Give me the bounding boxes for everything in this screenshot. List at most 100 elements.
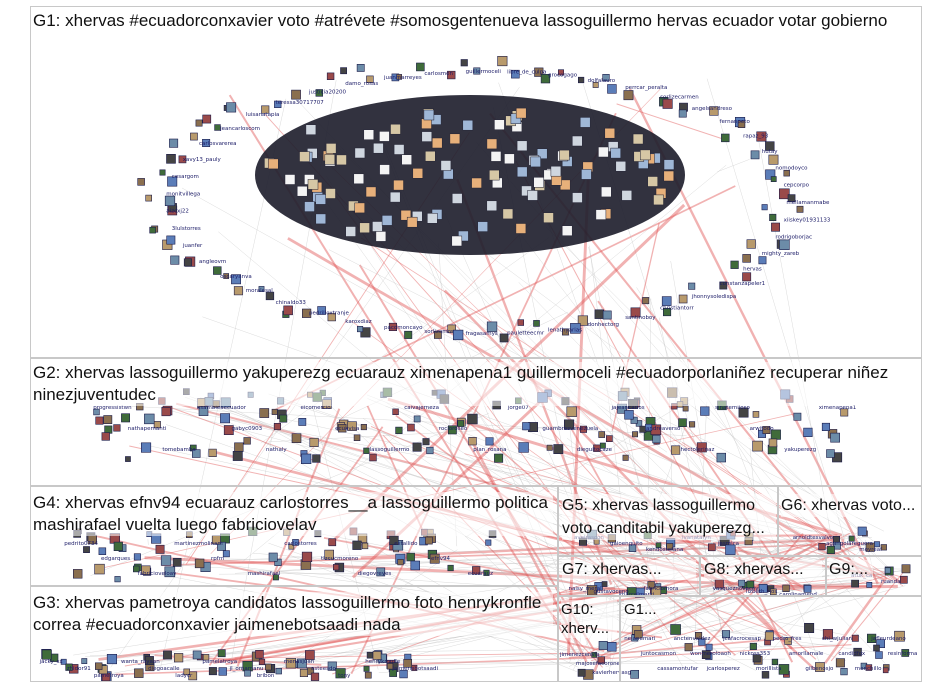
network-node bbox=[738, 407, 749, 418]
node-label-plan_rosana: plan_rosana bbox=[473, 447, 506, 453]
network-node bbox=[579, 425, 587, 433]
network-node bbox=[601, 581, 608, 587]
network-node bbox=[137, 178, 145, 186]
node-label-jafleurdeano: jafleurdeano bbox=[870, 636, 906, 642]
network-edge bbox=[234, 652, 591, 659]
network-node bbox=[226, 102, 237, 113]
network-node bbox=[758, 256, 767, 265]
node-label-pamelatroya: pamelatroya bbox=[202, 659, 237, 665]
network-node bbox=[688, 282, 696, 290]
group-box-g3 bbox=[30, 586, 558, 682]
network-node bbox=[630, 416, 638, 424]
profile-node bbox=[572, 192, 583, 203]
network-node bbox=[563, 419, 575, 430]
profile-node bbox=[516, 166, 528, 178]
network-node bbox=[145, 194, 152, 202]
node-label-pedrito0734: pedrito0734 bbox=[64, 541, 98, 547]
network-node bbox=[486, 321, 498, 332]
node-label-xavy13_pauly: xavy13_pauly bbox=[183, 157, 222, 163]
node-label-guambrasvenezuela: guambrasvenezuela bbox=[542, 426, 598, 432]
node-label-estallido: estallido bbox=[394, 541, 418, 547]
node-label-juanmarreyes: juanmarreyes bbox=[383, 75, 422, 81]
node-label-carlosmon: carlosmon bbox=[424, 71, 453, 77]
network-node bbox=[661, 296, 672, 306]
network-node bbox=[264, 663, 272, 671]
profile-node bbox=[581, 169, 592, 180]
network-node bbox=[756, 131, 767, 142]
network-node bbox=[701, 650, 711, 659]
profile-node bbox=[305, 124, 317, 135]
network-node bbox=[300, 453, 312, 464]
network-node bbox=[338, 424, 347, 433]
network-node bbox=[764, 631, 774, 641]
network-node bbox=[762, 426, 771, 434]
network-node bbox=[447, 70, 456, 80]
network-node bbox=[265, 291, 275, 301]
profile-node bbox=[494, 119, 505, 130]
network-node bbox=[340, 67, 347, 75]
profile-node bbox=[325, 143, 337, 154]
profile-node bbox=[621, 190, 633, 201]
node-label-jhonnysoledispa: jhonnysoledispa bbox=[691, 294, 737, 300]
node-label-sorlizemos: sorlizemos bbox=[424, 329, 454, 335]
network-node bbox=[721, 630, 730, 639]
network-node bbox=[274, 558, 282, 566]
profile-node bbox=[572, 135, 583, 147]
node-label-ruanda: ruanda bbox=[881, 579, 900, 585]
node-label-fabricioveloav: fabricioveloav bbox=[138, 571, 177, 577]
group-title-g11: G1... bbox=[624, 600, 670, 619]
network-edge bbox=[607, 585, 639, 673]
node-label-kendostefana: kendostefana bbox=[646, 547, 683, 553]
node-label-fabriciomora: fabriciomora bbox=[644, 586, 679, 592]
network-edge bbox=[616, 103, 722, 139]
node-label-jorge07: jorge07 bbox=[507, 405, 529, 411]
node-label-libre_de_culpa: libre_de_culpa bbox=[507, 70, 546, 76]
node-label-juanfer: juanfer bbox=[182, 243, 203, 249]
network-node bbox=[642, 297, 650, 305]
network-node bbox=[752, 654, 761, 663]
node-label-luisanatapia: luisanatapia bbox=[246, 112, 280, 118]
profile-node bbox=[477, 221, 488, 232]
network-node bbox=[273, 422, 282, 431]
network-node bbox=[272, 574, 279, 581]
network-edge bbox=[602, 644, 852, 660]
network-node bbox=[483, 569, 490, 576]
network-node bbox=[426, 446, 434, 455]
node-label-xavierhervasg: xavierhervasg bbox=[592, 670, 631, 676]
profile-node bbox=[615, 161, 627, 172]
network-node bbox=[533, 320, 540, 327]
network-edge bbox=[524, 399, 863, 544]
profile-node bbox=[345, 226, 356, 237]
network-node bbox=[327, 312, 336, 322]
network-node bbox=[452, 329, 464, 341]
network-node bbox=[467, 413, 478, 425]
profile-node bbox=[663, 159, 675, 170]
node-label-wanta_rayaan: wanta_rayaan bbox=[121, 659, 160, 665]
node-label-tony: tony bbox=[338, 673, 351, 679]
network-node bbox=[876, 639, 885, 648]
node-label-teressa30717707: teressa30717707 bbox=[276, 100, 325, 106]
network-node bbox=[285, 658, 297, 669]
network-node bbox=[840, 408, 849, 417]
node-label-henrykronfle: henrykronfle bbox=[365, 659, 401, 665]
network-node bbox=[566, 406, 577, 417]
network-node bbox=[364, 671, 372, 679]
network-node bbox=[407, 423, 415, 432]
network-node bbox=[433, 330, 442, 339]
network-node bbox=[392, 408, 399, 415]
network-node bbox=[372, 651, 382, 660]
node-label-vasqueznovacov: vasqueznovacov bbox=[713, 586, 760, 592]
network-node bbox=[133, 553, 141, 561]
node-label-cepcorpo: cepcorpo bbox=[784, 183, 810, 189]
node-label-aizcxj22: aizcxj22 bbox=[166, 209, 189, 215]
profile-node bbox=[598, 146, 609, 158]
network-node bbox=[41, 649, 52, 660]
group-title-g10: G10: xherv... bbox=[561, 600, 617, 638]
network-node bbox=[243, 437, 251, 445]
network-node bbox=[884, 567, 891, 574]
network-node bbox=[369, 453, 377, 462]
group-title-g6: G6: xhervas voto... bbox=[781, 494, 919, 517]
network-edge bbox=[586, 584, 657, 628]
node-label-arwitodo: arwitodo bbox=[750, 426, 775, 432]
network-node bbox=[671, 445, 681, 455]
